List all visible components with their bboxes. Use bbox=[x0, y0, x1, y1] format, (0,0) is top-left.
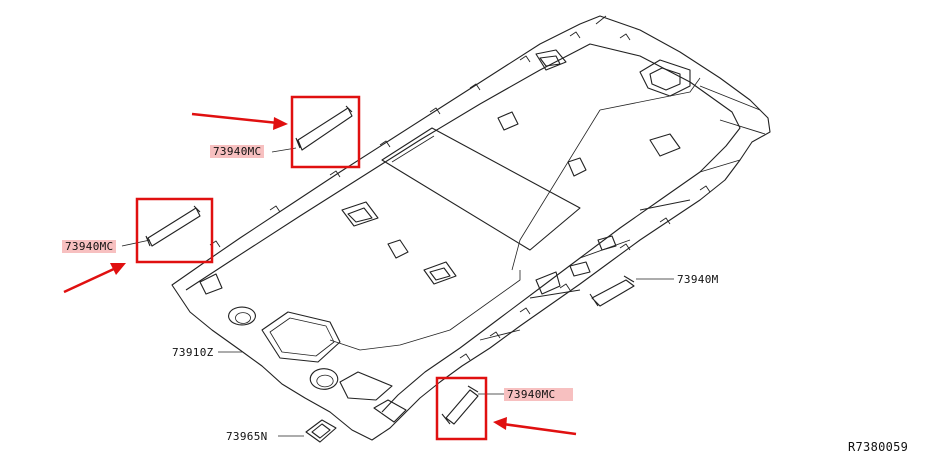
assist-grip-top bbox=[295, 105, 353, 151]
label-73940m: 73940M bbox=[677, 273, 719, 286]
headlining-inner-edge bbox=[185, 43, 741, 413]
diagram-reference-code: R7380059 bbox=[848, 440, 909, 454]
headlining-outline bbox=[171, 15, 771, 441]
label-73940mc-left: 73940MC bbox=[62, 240, 117, 253]
arrow-bottom bbox=[493, 417, 577, 436]
clip-73965n bbox=[305, 419, 337, 443]
highlight-box-left bbox=[135, 197, 214, 264]
assist-grip-left bbox=[145, 205, 201, 247]
arrow-left bbox=[63, 263, 126, 294]
label-73910z: 73910Z bbox=[172, 346, 214, 359]
assist-grip-73940m bbox=[589, 275, 635, 307]
sunroof-panel bbox=[381, 127, 581, 251]
assist-grip-bottom bbox=[441, 385, 479, 425]
arrow-top bbox=[191, 112, 288, 130]
highlight-box-bottom bbox=[435, 376, 488, 441]
highlight-box-top bbox=[290, 95, 361, 169]
map-lamp bbox=[261, 311, 341, 363]
label-73940mc-bottom: 73940MC bbox=[504, 388, 574, 401]
label-73965n: 73965N bbox=[226, 430, 268, 443]
label-73940mc-top: 73940MC bbox=[210, 145, 265, 158]
